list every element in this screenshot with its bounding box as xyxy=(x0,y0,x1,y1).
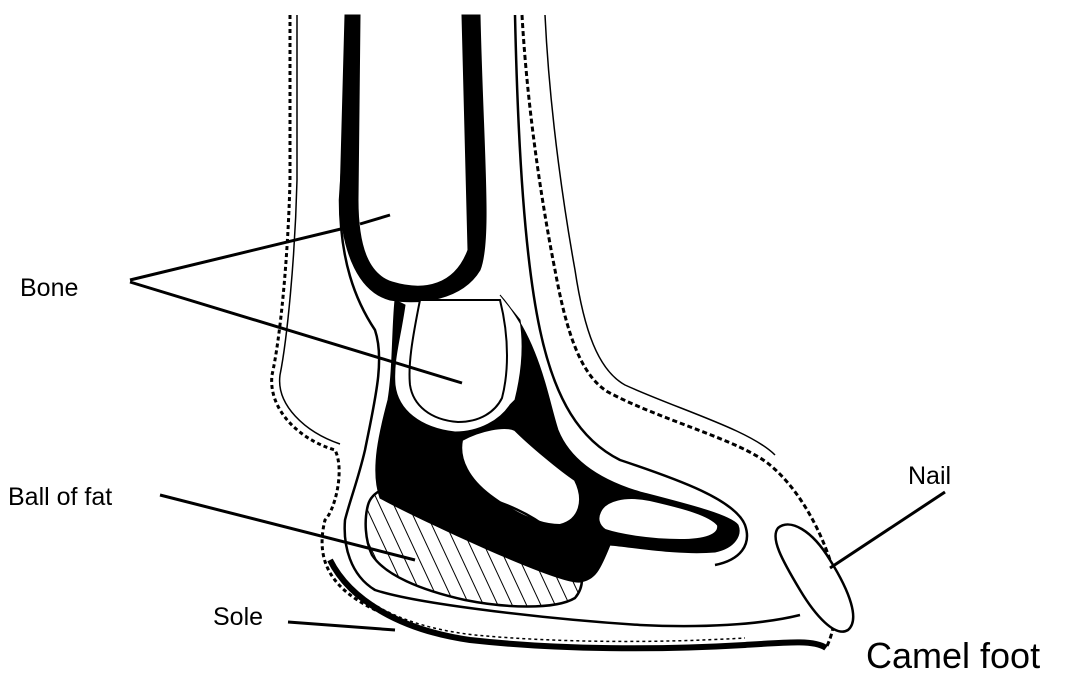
sole-label: Sole xyxy=(213,603,263,631)
bone-leader-upper-dash xyxy=(360,215,390,224)
nail-leader xyxy=(830,492,945,568)
ball-of-fat-label: Ball of fat xyxy=(8,483,112,511)
bone-label: Bone xyxy=(20,274,78,302)
diagram-caption: Camel foot xyxy=(866,635,1040,676)
sole-leader xyxy=(288,622,395,630)
nail-label: Nail xyxy=(908,462,951,490)
bone-leader-upper xyxy=(130,228,345,280)
nail-shape xyxy=(775,525,853,632)
